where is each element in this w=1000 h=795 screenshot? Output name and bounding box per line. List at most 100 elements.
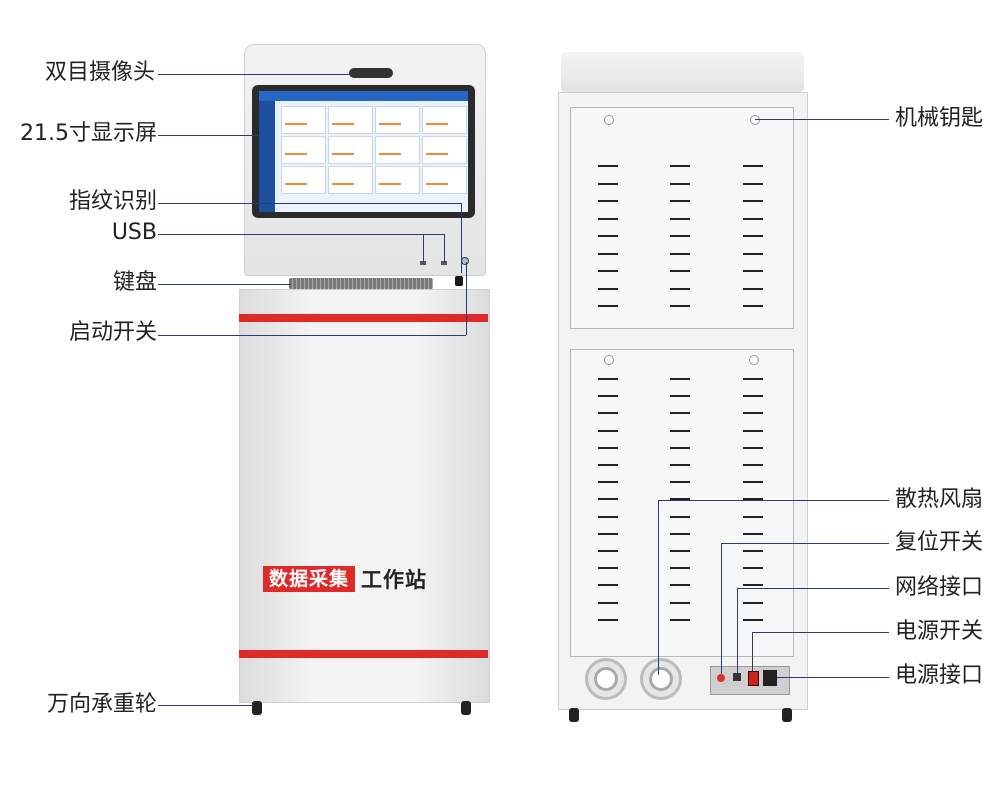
screen-tile	[375, 166, 420, 194]
vent-slot	[743, 182, 763, 185]
vent-slot	[743, 567, 763, 570]
keyboard	[289, 278, 433, 289]
caster-wheel	[461, 701, 471, 715]
screen-tile	[328, 166, 373, 194]
leader-line	[658, 500, 659, 675]
brand-label: 数据采集 工作站	[263, 566, 427, 592]
screw	[604, 355, 614, 365]
rear-lower-panel	[570, 349, 794, 657]
callout-mechanical-key: 机械钥匙	[895, 106, 984, 131]
vent-slot	[743, 532, 763, 535]
vent-slot	[598, 200, 618, 202]
vent-slot	[743, 412, 763, 415]
vent-slot	[598, 305, 618, 307]
rear-kiosk-head	[561, 52, 804, 92]
display-screen	[259, 91, 468, 212]
vent-slot	[743, 395, 763, 398]
vent-slot	[743, 550, 763, 552]
mechanical-keyhole	[750, 115, 760, 125]
vent-slot	[743, 270, 763, 272]
vent-slot	[743, 481, 763, 484]
vent-slot	[743, 378, 763, 380]
callout-fingerprint: 指纹识别	[68, 189, 157, 214]
vent-slot	[598, 165, 618, 167]
screen-tile	[328, 136, 373, 164]
power-switch	[748, 671, 759, 686]
vent-slot	[670, 567, 690, 570]
leader-line	[158, 284, 291, 285]
leader-line	[777, 677, 889, 678]
callout-display: 21.5寸显示屏	[20, 121, 157, 146]
screen-tile	[281, 166, 326, 194]
callout-reset-switch: 复位开关	[895, 530, 984, 555]
vent-slot	[670, 305, 690, 307]
callout-power-inlet: 电源接口	[895, 663, 984, 688]
vent-slot	[670, 446, 690, 449]
vent-slot	[598, 252, 618, 255]
screen-tile	[422, 136, 467, 164]
caster-wheel	[252, 701, 262, 715]
screw	[749, 355, 759, 365]
screw	[604, 115, 614, 125]
leader-line	[444, 234, 445, 262]
network-port	[733, 673, 741, 681]
vent-slot	[598, 618, 618, 621]
vent-slot	[598, 532, 618, 535]
vent-slot	[598, 287, 618, 290]
vent-slot	[670, 412, 690, 415]
leader-line	[158, 74, 352, 75]
power-inlet	[763, 670, 777, 686]
vent-slot	[743, 584, 763, 587]
vent-slot	[670, 287, 690, 290]
vent-slot	[743, 464, 763, 466]
vent-slot	[670, 584, 690, 587]
vent-slot	[598, 515, 618, 518]
leader-line	[158, 705, 254, 706]
reset-switch	[717, 674, 725, 682]
callout-keyboard: 键盘	[112, 270, 157, 295]
callout-caster: 万向承重轮	[46, 692, 157, 717]
power-on-button	[461, 257, 469, 265]
leader-line	[721, 543, 889, 544]
cooling-fan	[640, 658, 682, 700]
callout-power-switch: 电源开关	[895, 619, 984, 644]
vent-slot	[670, 464, 690, 466]
vent-slot	[670, 270, 690, 272]
vent-slot	[598, 446, 618, 449]
screen-tile	[422, 166, 467, 194]
vent-slot	[743, 618, 763, 621]
screen-tile	[328, 106, 373, 134]
vent-slot	[598, 584, 618, 587]
screen-header-bar	[259, 91, 468, 101]
vent-slot	[670, 532, 690, 535]
leader-line	[721, 543, 722, 674]
vent-slot	[670, 217, 690, 220]
vent-slot	[670, 235, 690, 237]
vent-slot	[743, 252, 763, 255]
vent-slot	[743, 446, 763, 449]
brand-rest: 工作站	[361, 568, 428, 592]
vent-slot	[743, 287, 763, 290]
front-cabinet	[239, 289, 490, 703]
vent-slot	[743, 429, 763, 432]
vent-slot	[598, 481, 618, 484]
vent-slot	[670, 165, 690, 167]
callout-camera: 双目摄像头	[44, 60, 155, 85]
fingerprint-reader	[455, 276, 463, 286]
vent-slot	[743, 235, 763, 237]
vent-slot	[670, 252, 690, 255]
vent-slot	[743, 217, 763, 220]
leader-line	[752, 632, 889, 633]
screen-tile	[375, 106, 420, 134]
vent-slot	[598, 429, 618, 432]
caster-wheel	[782, 708, 792, 722]
red-stripe-top	[239, 314, 488, 322]
vent-slot	[743, 200, 763, 202]
brand-highlight: 数据采集	[263, 566, 356, 592]
callout-cooling-fan: 散热风扇	[895, 487, 984, 512]
vent-slot	[598, 550, 618, 552]
callout-network-port: 网络接口	[895, 575, 984, 600]
leader-line	[755, 119, 889, 120]
leader-line	[466, 262, 467, 335]
vent-slot	[743, 165, 763, 167]
